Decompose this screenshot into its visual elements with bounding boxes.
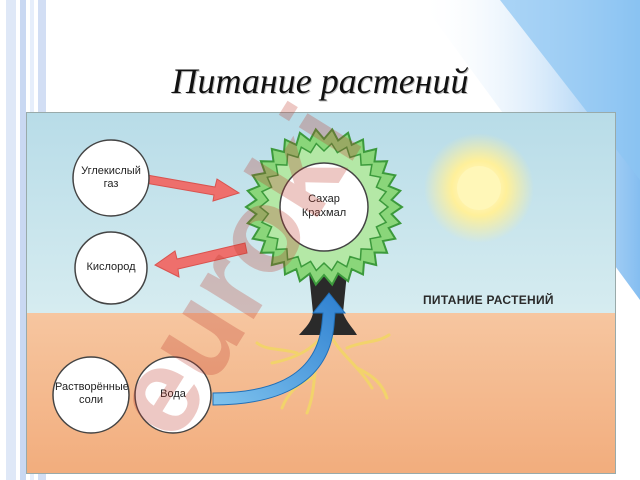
dissolved-salts-node xyxy=(52,356,130,434)
sugar-label: Сахар xyxy=(308,193,340,205)
oxygen-arrow xyxy=(154,242,248,278)
oxygen-label: Кислород xyxy=(86,261,136,273)
water-arrow xyxy=(212,292,347,406)
water-node xyxy=(134,356,212,434)
carbon-dioxide-node xyxy=(72,139,150,217)
dissolved-salts-label: Растворённые соли xyxy=(55,381,129,406)
co2-arrow xyxy=(144,174,241,202)
starch-label: Крахмал xyxy=(301,207,347,219)
sugar-starch-circle xyxy=(279,162,369,252)
diagram-canvas xyxy=(27,113,615,473)
diagram-heading: ПИТАНИЕ РАСТЕНИЙ xyxy=(423,293,554,307)
oxygen-node xyxy=(74,231,148,305)
plant-nutrition-figure: Углекислый газ Кислород Сахар Крахмал Ра… xyxy=(26,112,616,474)
slide-title: Питание растений xyxy=(171,61,469,101)
water-label: Вода xyxy=(160,388,186,400)
carbon-dioxide-label: Углекислый газ xyxy=(81,165,141,190)
